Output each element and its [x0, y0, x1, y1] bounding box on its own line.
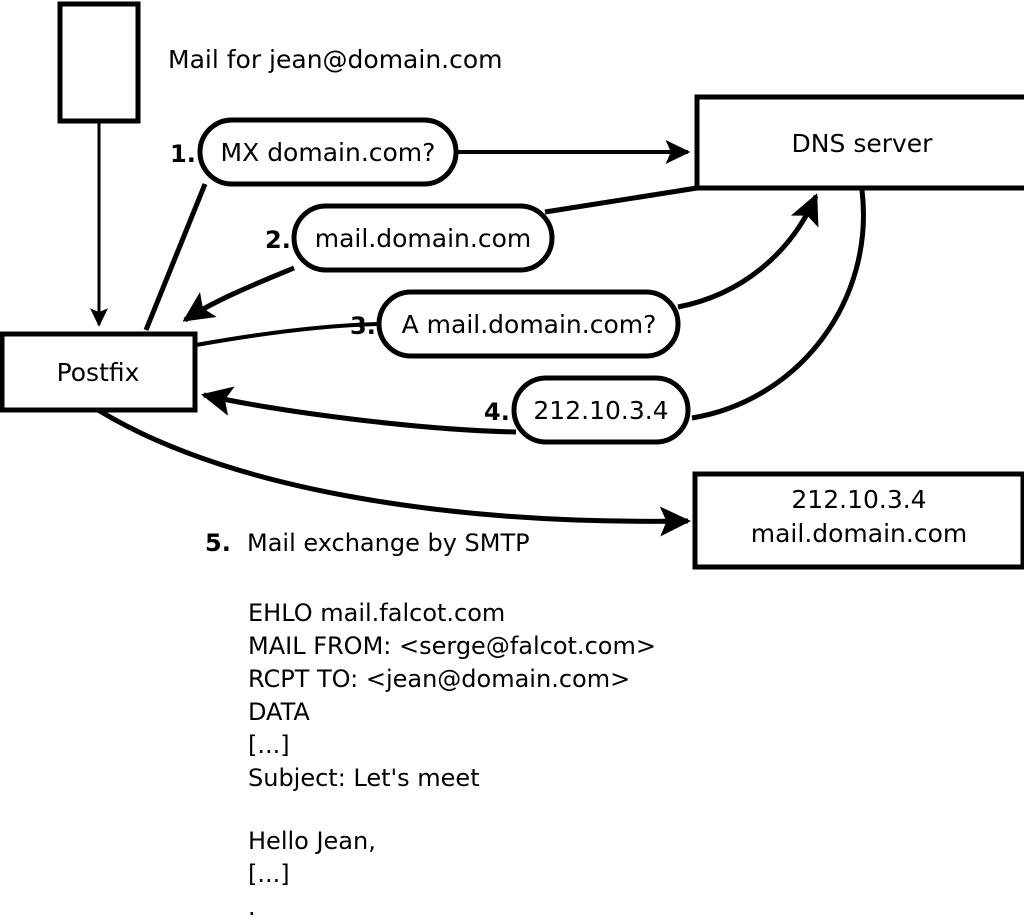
step-5-number: 5.	[205, 529, 231, 557]
step-2-number: 2.	[265, 226, 291, 254]
edge-step3-to-dns	[677, 193, 819, 310]
node-mail-server-ip: 212.10.3.4	[791, 485, 926, 514]
node-mua	[57, 1, 141, 124]
smtp-line-4: DATA	[248, 698, 310, 726]
node-mail-server	[692, 471, 1024, 570]
step-2-bubble	[291, 203, 555, 273]
step-2-label: mail.domain.com	[315, 224, 531, 253]
node-postfix-label: Postfix	[57, 358, 140, 387]
step-3-label: A mail.domain.com?	[402, 310, 657, 339]
step-5-label: Mail exchange by SMTP	[247, 529, 530, 557]
edge-dns-to-step4	[691, 189, 866, 421]
smtp-line-10: .	[248, 893, 256, 919]
title-mail-for: Mail for jean@domain.com	[168, 45, 503, 74]
step-1-number: 1.	[170, 140, 196, 168]
edge-postfix-to-mailserver	[96, 407, 691, 537]
step-1-label: MX domain.com?	[221, 138, 436, 167]
edge-postfix-to-step1	[143, 183, 208, 331]
smtp-line-2: MAIL FROM: <serge@falcot.com>	[248, 632, 656, 660]
step-3-number: 3.	[350, 312, 376, 340]
node-postfix	[0, 331, 198, 413]
step-4-number: 4.	[484, 398, 510, 426]
step-4-label: 212.10.3.4	[533, 396, 668, 425]
smtp-line-8: Hello Jean,	[248, 827, 376, 855]
node-dns-server-label: DNS server	[792, 129, 934, 158]
edge-step4-to-postfix	[201, 386, 517, 435]
node-dns-server	[694, 94, 1024, 191]
step-3-bubble	[376, 289, 681, 359]
smtp-line-9: [...]	[248, 860, 290, 888]
smtp-line-3: RCPT TO: <jean@domain.com>	[248, 665, 630, 693]
edge-postfix-to-step3	[195, 322, 379, 347]
smtp-line-6: Subject: Let's meet	[248, 764, 480, 792]
node-mail-server-host: mail.domain.com	[751, 519, 967, 548]
edge-step2-to-postfix	[182, 265, 295, 323]
smtp-line-5: [...]	[248, 731, 290, 759]
step-4-bubble	[511, 375, 691, 445]
edge-dns-to-step2	[544, 185, 698, 215]
smtp-line-1: EHLO mail.falcot.com	[248, 599, 505, 627]
step-1-bubble	[197, 117, 459, 187]
